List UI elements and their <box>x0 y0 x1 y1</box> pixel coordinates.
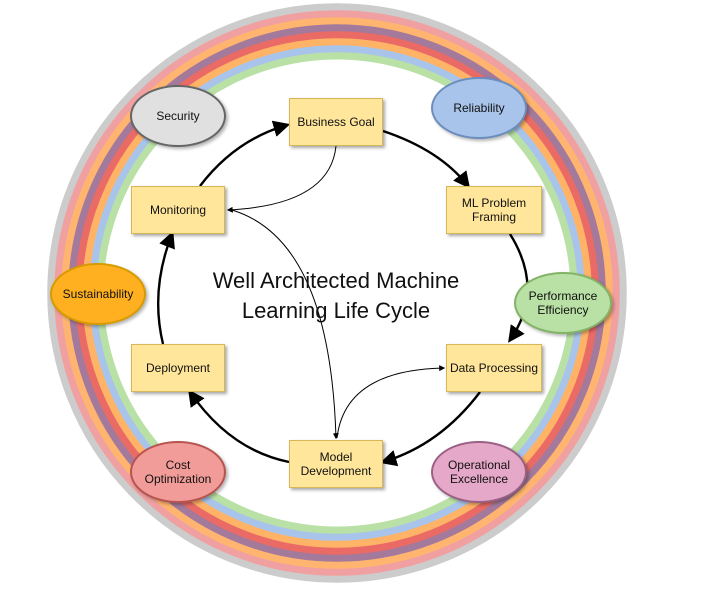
step-deployment: Deployment <box>131 344 225 392</box>
step-ml-problem-framing: ML Problem Framing <box>446 186 542 234</box>
pillar-security: Security <box>130 85 226 147</box>
cycle-arrow <box>382 129 471 189</box>
feedback-arrow <box>226 145 337 213</box>
cycle-arrow <box>156 230 175 345</box>
feedback-arrow <box>336 365 446 439</box>
feedback-arrow <box>231 209 339 440</box>
cycle-arrow <box>379 391 481 467</box>
step-data-processing: Data Processing <box>446 344 542 392</box>
step-model-development: Model Development <box>289 440 383 488</box>
cycle-arrow <box>188 389 290 464</box>
step-business-goal: Business Goal <box>289 98 383 146</box>
pillar-performance-efficiency: Performance Efficiency <box>514 272 612 334</box>
pillar-operational-excellence: Operational Excellence <box>431 441 527 503</box>
pillar-reliability: Reliability <box>431 77 527 139</box>
feedback-arrows <box>226 145 446 440</box>
cycle-arrow <box>199 120 291 187</box>
diagram-title: Well Architected Machine Learning Life C… <box>212 268 460 323</box>
step-monitoring: Monitoring <box>131 186 225 234</box>
pillar-cost-optimization: Cost Optimization <box>130 441 226 503</box>
pillar-sustainability: Sustainability <box>50 263 146 325</box>
